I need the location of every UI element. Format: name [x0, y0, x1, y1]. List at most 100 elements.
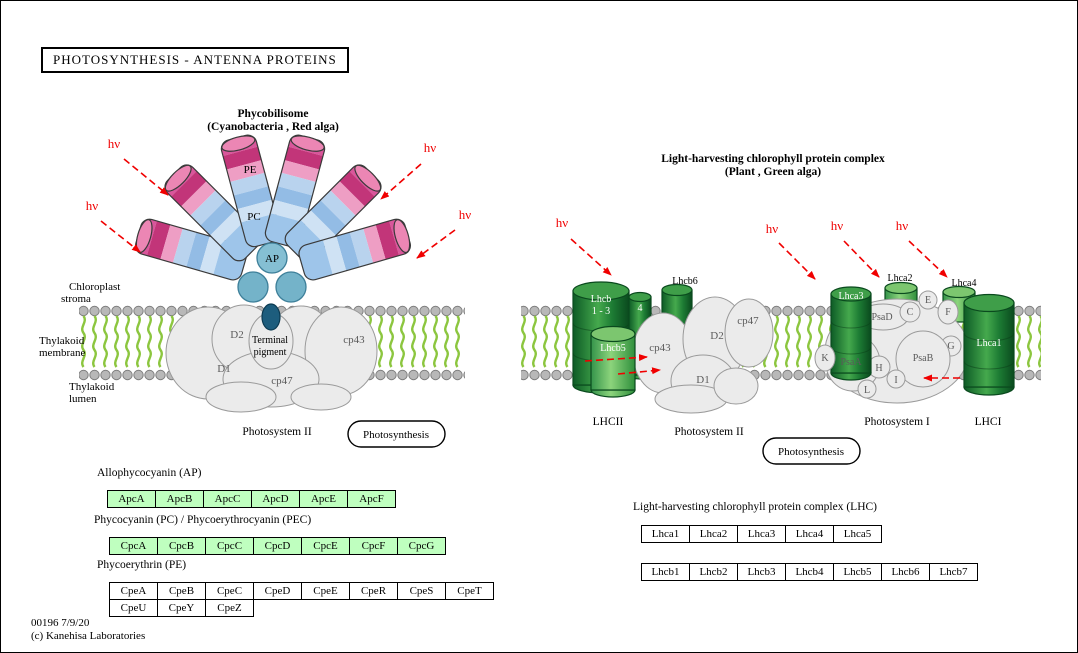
thylakoid-membrane-label-1: Thylakoid — [39, 335, 85, 347]
lhca3-label: Lhca3 — [839, 291, 864, 302]
d1-label-left: D1 — [217, 363, 230, 375]
lhcb1-3-label-2: 1 - 3 — [592, 306, 610, 317]
gene-ApcC[interactable]: ApcC — [203, 490, 252, 508]
hv-arrow-6 — [778, 242, 816, 280]
lhca3-cylinder[interactable] — [830, 286, 872, 381]
photosynthesis-link-label-left: Photosynthesis — [363, 429, 429, 441]
gene-Lhca3[interactable]: Lhca3 — [737, 525, 786, 543]
hv-label-3: hν — [424, 140, 437, 155]
lhci-label: LHCI — [975, 416, 1002, 428]
gene-ApcA[interactable]: ApcA — [107, 490, 156, 508]
gene-Lhcb4[interactable]: Lhcb4 — [785, 563, 834, 581]
pathway-title: PHOTOSYNTHESIS - ANTENNA PROTEINS — [53, 52, 337, 67]
psaa-label: PsaA — [840, 357, 862, 368]
gene-CpcF[interactable]: CpcF — [349, 537, 398, 555]
gene-CpeU[interactable]: CpeU — [109, 599, 158, 617]
lhc-title: Light-harvesting chlorophyll protein com… — [661, 153, 885, 165]
photosystem-ii-complex-left — [165, 304, 378, 413]
gene-Lhcb5[interactable]: Lhcb5 — [833, 563, 882, 581]
terminal-pigment-shape — [261, 303, 281, 331]
photosynthesis-link-label-right: Photosynthesis — [778, 446, 844, 458]
gene-CpeR[interactable]: CpeR — [349, 582, 398, 600]
ap-gene-row: ApcA ApcB ApcC ApcD ApcE ApcF — [107, 490, 396, 508]
psab-label: PsaB — [913, 353, 934, 364]
gene-CpeC[interactable]: CpeC — [205, 582, 254, 600]
light-arrows-right — [570, 238, 948, 280]
gene-ApcF[interactable]: ApcF — [347, 490, 396, 508]
gene-Lhca1[interactable]: Lhca1 — [641, 525, 690, 543]
gene-Lhcb3[interactable]: Lhcb3 — [737, 563, 786, 581]
photosynthesis-map-link-left[interactable]: Photosynthesis — [347, 420, 446, 448]
gene-CpeD[interactable]: CpeD — [253, 582, 302, 600]
cp43-label-right: cp43 — [649, 342, 671, 354]
lhc-subtitle: (Plant , Green alga) — [725, 166, 821, 178]
psag-label: G — [947, 341, 954, 352]
gene-Lhcb2[interactable]: Lhcb2 — [689, 563, 738, 581]
lhca1-cylinder[interactable] — [963, 293, 1015, 396]
lhca2-label: Lhca2 — [888, 273, 913, 284]
hv-arrow-2 — [100, 220, 141, 253]
gene-CpeB[interactable]: CpeB — [157, 582, 206, 600]
gene-CpcG[interactable]: CpcG — [397, 537, 446, 555]
light-arrows-left — [100, 158, 456, 259]
photosystem-ii-label-right: Photosystem II — [674, 426, 743, 438]
gene-CpeY[interactable]: CpeY — [157, 599, 206, 617]
psak-label: K — [821, 353, 829, 364]
lhcii-label: LHCII — [593, 416, 624, 428]
hv-arrow-3 — [380, 163, 422, 200]
lhcb4-label: 4 — [638, 303, 643, 314]
d2-label-left: D2 — [230, 329, 243, 341]
gene-Lhca2[interactable]: Lhca2 — [689, 525, 738, 543]
d1-label-right: D1 — [696, 374, 709, 386]
thylakoid-membrane-label-2: membrane — [39, 347, 86, 359]
pe-gene-row-2: CpeU CpeY CpeZ — [109, 599, 254, 617]
gene-CpcD[interactable]: CpcD — [253, 537, 302, 555]
hv-label-4: hν — [459, 207, 472, 222]
gene-ApcE[interactable]: ApcE — [299, 490, 348, 508]
lhcb-gene-row: Lhcb1 Lhcb2 Lhcb3 Lhcb4 Lhcb5 Lhcb6 Lhcb… — [641, 563, 978, 581]
gene-Lhcb1[interactable]: Lhcb1 — [641, 563, 690, 581]
lhcb5-cylinder[interactable] — [590, 325, 636, 398]
gene-CpeT[interactable]: CpeT — [445, 582, 494, 600]
photosynthesis-map-link-right[interactable]: Photosynthesis — [762, 437, 861, 465]
chloroplast-stroma-label-1: Chloroplast — [69, 281, 120, 293]
hv-arrow-4 — [416, 229, 456, 259]
gene-Lhcb7[interactable]: Lhcb7 — [929, 563, 978, 581]
gene-CpeE[interactable]: CpeE — [301, 582, 350, 600]
psal-label: L — [864, 385, 870, 396]
gene-ApcB[interactable]: ApcB — [155, 490, 204, 508]
phycobilisome-section: hν hν hν hν Phycobilisome (Cyanobacteria… — [39, 108, 472, 448]
gene-Lhca4[interactable]: Lhca4 — [785, 525, 834, 543]
gene-CpeA[interactable]: CpeA — [109, 582, 158, 600]
lhc-section-label: Light-harvesting chlorophyll protein com… — [633, 501, 877, 513]
gene-CpeZ[interactable]: CpeZ — [205, 599, 254, 617]
photosystem-ii-complex-right — [632, 296, 774, 414]
cp47-label-left: cp47 — [271, 375, 293, 387]
lhcb1-3-label-1: Lhcb — [591, 294, 612, 305]
photosystem-i-label: Photosystem I — [864, 416, 930, 428]
hv-label-8: hν — [896, 218, 909, 233]
gene-CpcA[interactable]: CpcA — [109, 537, 158, 555]
hv-label-6: hν — [766, 221, 779, 236]
photosystem-ii-label-left: Photosystem II — [242, 426, 311, 438]
gene-CpcE[interactable]: CpcE — [301, 537, 350, 555]
gene-CpcC[interactable]: CpcC — [205, 537, 254, 555]
gene-ApcD[interactable]: ApcD — [251, 490, 300, 508]
thylakoid-lumen-label-2: lumen — [69, 393, 97, 405]
gene-Lhcb6[interactable]: Lhcb6 — [881, 563, 930, 581]
lhca1-label: Lhca1 — [977, 338, 1002, 349]
gene-Lhca5[interactable]: Lhca5 — [833, 525, 882, 543]
pc-gene-row: CpcA CpcB CpcC CpcD CpcE CpcF CpcG — [109, 537, 446, 555]
psad-label: PsaD — [871, 312, 892, 323]
gene-CpeS[interactable]: CpeS — [397, 582, 446, 600]
ap-label: AP — [265, 253, 279, 265]
pathway-title-box: PHOTOSYNTHESIS - ANTENNA PROTEINS — [41, 47, 349, 73]
pe-section-label: Phycoerythrin (PE) — [97, 559, 187, 571]
gene-CpcB[interactable]: CpcB — [157, 537, 206, 555]
hv-label-2: hν — [86, 198, 99, 213]
cp43-label-left: cp43 — [343, 334, 365, 346]
map-footer: 00196 7/9/20 (c) Kanehisa Laboratories — [31, 617, 145, 643]
lhcb5-label: Lhcb5 — [600, 343, 626, 354]
